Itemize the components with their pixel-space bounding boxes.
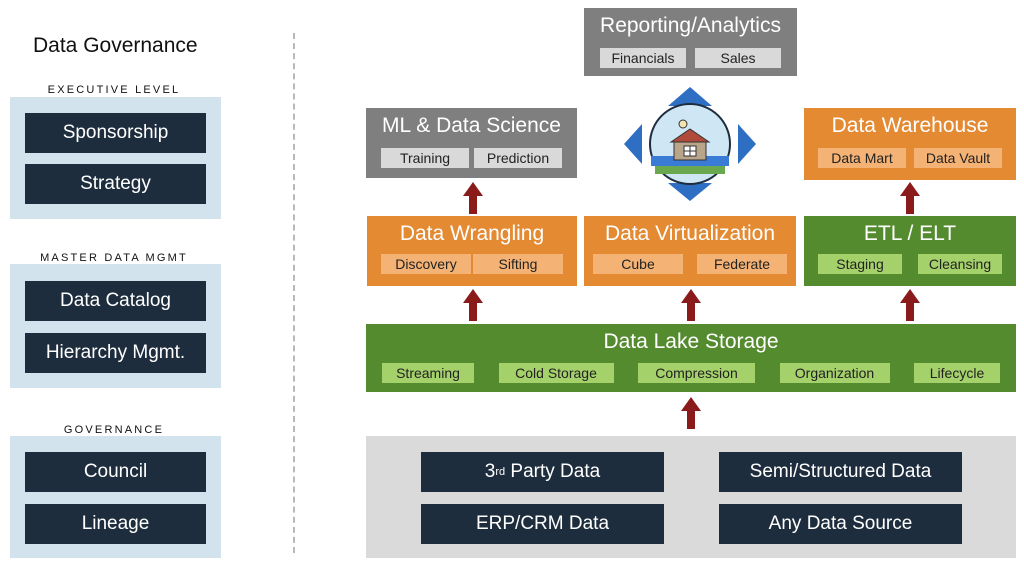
discovery-tag: Discovery xyxy=(381,254,471,274)
lakehouse-compass-icon xyxy=(624,87,756,201)
up-arrow-icon xyxy=(463,182,483,214)
data-lake-storage-title: Data Lake Storage xyxy=(603,330,779,353)
training-tag: Training xyxy=(381,148,469,168)
data-virtualization-box: Data Virtualization Cube Federate xyxy=(584,216,796,286)
erp-crm-data-block: ERP/CRM Data xyxy=(421,504,664,544)
data-vault-tag: Data Vault xyxy=(914,148,1002,168)
reporting-analytics-box: Reporting/Analytics Financials Sales xyxy=(584,8,797,76)
cold-storage-tag: Cold Storage xyxy=(498,363,614,383)
up-arrow-icon xyxy=(463,289,483,321)
lineage-block: Lineage xyxy=(25,504,206,544)
data-mart-tag: Data Mart xyxy=(818,148,906,168)
data-wrangling-title: Data Wrangling xyxy=(399,222,545,245)
financials-tag: Financials xyxy=(600,48,686,68)
organization-tag: Organization xyxy=(779,363,890,383)
up-arrow-icon xyxy=(900,289,920,321)
data-lake-storage-box: Data Lake Storage Streaming Cold Storage… xyxy=(366,324,1016,392)
section-divider xyxy=(293,33,295,553)
up-arrow-icon xyxy=(900,182,920,214)
cube-tag: Cube xyxy=(593,254,683,274)
data-catalog-block: Data Catalog xyxy=(25,281,206,321)
prediction-tag: Prediction xyxy=(474,148,562,168)
federate-tag: Federate xyxy=(697,254,787,274)
any-data-source-block: Any Data Source xyxy=(719,504,962,544)
etl-elt-box: ETL / ELT Staging Cleansing xyxy=(804,216,1016,286)
council-block: Council xyxy=(25,452,206,492)
sales-tag: Sales xyxy=(695,48,781,68)
lifecycle-tag: Lifecycle xyxy=(914,363,1000,383)
compression-tag: Compression xyxy=(638,363,755,383)
ml-data-science-title: ML & Data Science xyxy=(382,114,561,137)
data-warehouse-box: Data Warehouse Data Mart Data Vault xyxy=(804,108,1016,180)
section-label-governance: GOVERNANCE xyxy=(63,424,165,436)
streaming-tag: Streaming xyxy=(382,363,474,383)
third-party-sup: rd xyxy=(495,466,506,478)
data-virtualization-title: Data Virtualization xyxy=(604,222,776,245)
section-label-master-data: MASTER DATA MGMT xyxy=(40,252,188,264)
cleansing-tag: Cleansing xyxy=(918,254,1002,274)
ml-data-science-box: ML & Data Science Training Prediction xyxy=(366,108,577,178)
data-wrangling-box: Data Wrangling Discovery Sifting xyxy=(367,216,577,286)
strategy-block: Strategy xyxy=(25,164,206,204)
up-arrow-icon xyxy=(681,289,701,321)
third-party-suffix: Party Data xyxy=(505,461,601,482)
etl-elt-title: ETL / ELT xyxy=(863,222,957,245)
governance-title: Data Governance xyxy=(33,34,198,57)
hierarchy-mgmt-block: Hierarchy Mgmt. xyxy=(25,333,206,373)
up-arrow-icon xyxy=(681,397,701,429)
sponsorship-block: Sponsorship xyxy=(25,113,206,153)
semi-structured-data-block: Semi/Structured Data xyxy=(719,452,962,492)
staging-tag: Staging xyxy=(818,254,902,274)
sifting-tag: Sifting xyxy=(473,254,563,274)
data-warehouse-title: Data Warehouse xyxy=(831,114,989,137)
section-label-executive: EXECUTIVE LEVEL xyxy=(47,84,181,96)
reporting-analytics-title: Reporting/Analytics xyxy=(600,14,781,37)
third-party-prefix: 3 xyxy=(484,461,496,482)
